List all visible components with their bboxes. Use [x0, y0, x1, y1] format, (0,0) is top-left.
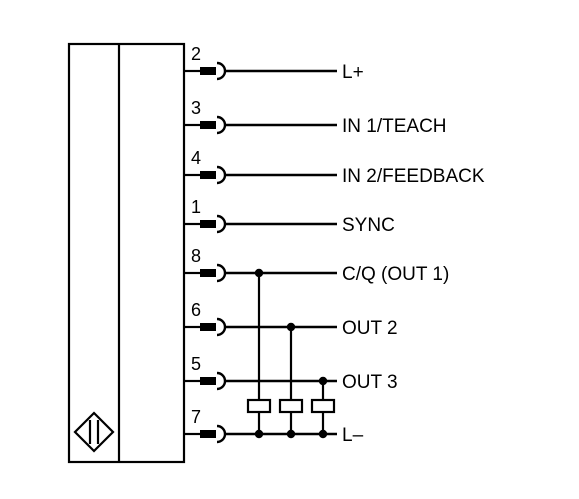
pin-contact	[200, 67, 216, 75]
pin-contact	[200, 171, 216, 179]
pin-contact	[200, 220, 216, 228]
sensor-housing	[67, 42, 186, 464]
pin-number: 6	[191, 300, 201, 320]
socket-arc	[216, 424, 227, 444]
socket-arc	[216, 317, 227, 337]
pin-row: 8C/Q (OUT 1)	[184, 246, 449, 285]
junction-dot	[254, 429, 264, 439]
pin-contact	[200, 377, 216, 385]
socket-arc	[216, 165, 227, 185]
pin-number: 1	[191, 197, 201, 217]
signal-label: OUT 3	[342, 372, 398, 393]
signal-label: OUT 2	[342, 318, 398, 339]
socket-arc	[216, 61, 227, 81]
pin-number: 2	[191, 44, 201, 64]
inductive-sensor-diamond-icon	[73, 411, 115, 453]
pin-contact	[200, 121, 216, 129]
signal-label: IN 1/TEACH	[342, 116, 447, 137]
load-resistor-1	[246, 398, 272, 414]
pin-row: 3 IN 1/TEACH	[184, 98, 447, 137]
junction-dot	[318, 429, 328, 439]
signal-label: SYNC	[342, 215, 395, 236]
load-resistor-3	[310, 398, 336, 414]
load-resistor-2	[278, 398, 304, 414]
pin-number: 8	[191, 246, 201, 266]
pin-number: 4	[191, 148, 201, 168]
pin-contact	[200, 269, 216, 277]
pin-row: 2L+	[184, 44, 364, 83]
socket-arc	[216, 115, 227, 135]
junction-dot	[254, 268, 264, 278]
pin-row: 7L–	[184, 407, 364, 446]
signal-label: C/Q (OUT 1)	[342, 264, 449, 285]
pin-row: 4 IN 2/FEEDBACK	[184, 148, 485, 187]
signal-label: IN 2/FEEDBACK	[342, 166, 485, 187]
junction-dot	[318, 376, 328, 386]
socket-arc	[216, 214, 227, 234]
pin-contact	[200, 430, 216, 438]
signal-label: L–	[342, 425, 364, 446]
pin-number: 5	[191, 354, 201, 374]
load-network	[246, 268, 336, 439]
pin-number: 3	[191, 98, 201, 118]
socket-arc	[216, 371, 227, 391]
socket-arc	[216, 263, 227, 283]
signal-label: L+	[342, 62, 364, 83]
pin-number: 7	[191, 407, 201, 427]
junction-dot	[286, 322, 296, 332]
pin-contact	[200, 323, 216, 331]
junction-dot	[286, 429, 296, 439]
